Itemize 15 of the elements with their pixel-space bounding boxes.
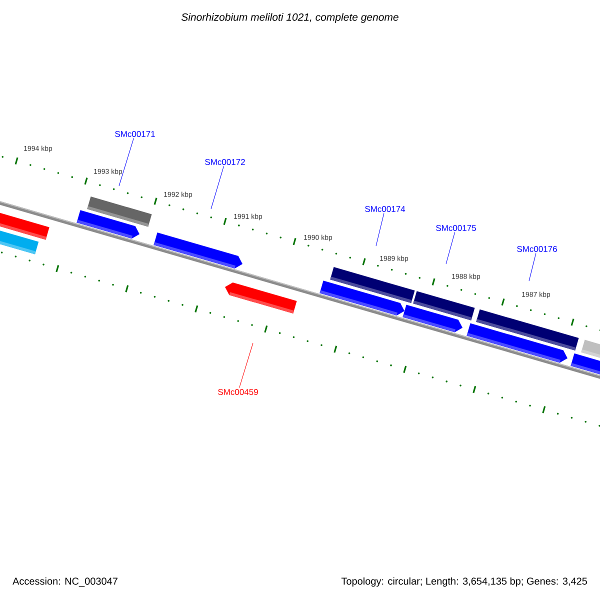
gene-label: SMc00171 (115, 131, 155, 137)
gene-label: SMc00174 (365, 206, 406, 212)
gene-label: SMc00175 (436, 225, 476, 231)
title: Sinorhizobium meliloti 1021, complete genome (181, 13, 398, 23)
gene-label: SMc00459 (218, 389, 258, 395)
leader-line (528, 252, 536, 282)
gene-label: SMc00172 (205, 159, 245, 165)
leader-line (446, 232, 456, 264)
leader-line (118, 138, 134, 186)
gene-label: SMc00176 (517, 246, 557, 252)
accession-text: Accession: NC_003047 (12, 577, 118, 587)
leader-line (210, 166, 224, 210)
genome-summary-text: Topology: circular; Length: 3,654,135 bp; Genes: 3,425 (341, 577, 588, 587)
leader-line (376, 212, 384, 246)
leader-line (239, 342, 254, 388)
